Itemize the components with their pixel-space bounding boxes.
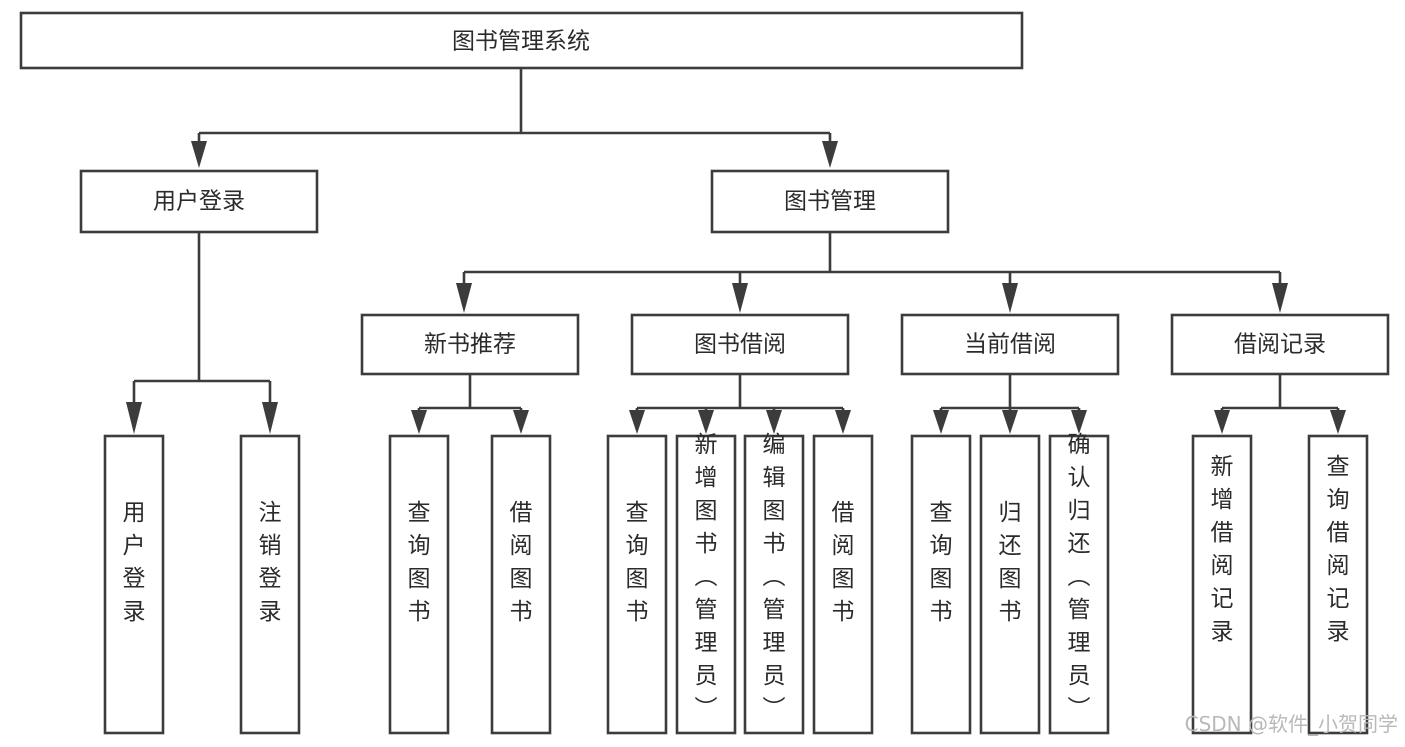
node-borrow-record-label: 借阅记录 (1234, 332, 1326, 358)
leaf-new-book-borrow[interactable]: 借阅图书 (490, 434, 552, 735)
node-book-management-label: 图书管理 (784, 189, 876, 215)
leaf-current-borrow-query[interactable]: 查询图书 (910, 434, 972, 735)
leaf-book-borrow-add[interactable]: 新增图书︵管理员︶ (675, 432, 737, 735)
leaf-user-login-logout[interactable]: 注销登录 (239, 434, 301, 735)
node-current-borrow-rect (900, 313, 1120, 376)
arrow-icon-currentborrow-leaf-3 (1071, 410, 1087, 434)
leaf-new-book-query-rect (388, 434, 450, 735)
arrow-icon-userlogin-leaf-2 (262, 402, 278, 434)
arrow-icon-bookborrow-leaf-1 (629, 410, 645, 434)
leaf-book-borrow-borrow-label: 借阅图书 (832, 500, 855, 625)
leaf-current-borrow-query-label: 查询图书 (930, 500, 953, 625)
leaf-book-borrow-add-rect (675, 434, 737, 735)
node-book-management[interactable]: 图书管理 (710, 169, 950, 234)
node-user-login-rect (79, 169, 319, 234)
arrow-icon-to-borrowrecord (1272, 283, 1288, 313)
leaf-book-borrow-query-rect (606, 434, 668, 735)
leaf-book-borrow-edit-label: 编辑图书︵管理员︶ (763, 432, 786, 722)
leaf-new-book-query[interactable]: 查询图书 (388, 434, 450, 735)
arrow-icon-bookborrow-leaf-4 (835, 410, 851, 434)
leaf-book-borrow-edit-rect (743, 434, 805, 735)
leaf-new-book-query-label: 查询图书 (408, 500, 431, 625)
arrow-icon-newbook-leaf-2 (513, 410, 529, 434)
connector-layer (126, 68, 1346, 434)
node-current-borrow-label: 当前借阅 (964, 332, 1056, 358)
leaf-book-borrow-query[interactable]: 查询图书 (606, 434, 668, 735)
leaf-current-borrow-return-rect (979, 434, 1041, 735)
node-borrow-record-rect (1170, 313, 1390, 376)
leaf-current-borrow-return-label: 归还图书 (999, 500, 1022, 625)
node-root-rect (19, 11, 1024, 70)
leaf-borrow-record-query-rect (1307, 434, 1369, 735)
node-user-login-label: 用户登录 (153, 189, 245, 215)
leaf-current-borrow-confirm[interactable]: 确认归还︵管理员︶ (1048, 432, 1110, 735)
arrow-icon-to-bookmgmt (822, 141, 838, 168)
arrow-icon-to-bookborrow (732, 283, 748, 313)
node-book-borrow-label: 图书借阅 (694, 332, 786, 358)
node-new-book-recommend[interactable]: 新书推荐 (360, 313, 580, 376)
leaf-user-login-login[interactable]: 用户登录 (103, 434, 165, 735)
leaf-new-book-borrow-rect (490, 434, 552, 735)
node-current-borrow[interactable]: 当前借阅 (900, 313, 1120, 376)
leaf-borrow-record-query[interactable]: 查询借阅记录 (1307, 434, 1369, 735)
node-book-management-rect (710, 169, 950, 234)
csdn-watermark: CSDN @软件_小贺同学 (1185, 712, 1398, 736)
arrow-icon-bookborrow-leaf-2 (698, 410, 714, 434)
node-book-borrow-rect (630, 313, 850, 376)
leaf-book-borrow-add-label: 新增图书︵管理员︶ (695, 432, 718, 722)
leaf-current-borrow-confirm-rect (1048, 434, 1110, 735)
arrow-icon-borrowrecord-leaf-2 (1330, 410, 1346, 434)
leaf-borrow-record-add-label: 新增借阅记录 (1211, 454, 1234, 645)
arrow-icon-to-userlogin (191, 141, 207, 168)
leaf-current-borrow-query-rect (910, 434, 972, 735)
node-root-system[interactable]: 图书管理系统 (19, 11, 1024, 70)
arrow-icon-to-newbook (456, 283, 472, 313)
arrow-icon-bookborrow-leaf-3 (766, 410, 782, 434)
arrow-icon-borrowrecord-leaf-1 (1214, 410, 1230, 434)
leaf-new-book-borrow-label: 借阅图书 (510, 500, 533, 625)
leaf-borrow-record-add-rect (1191, 434, 1253, 735)
arrow-icon-currentborrow-leaf-2 (1002, 410, 1018, 434)
leaf-user-login-login-rect (103, 434, 165, 735)
arrow-icon-to-currentborrow (1002, 283, 1018, 313)
node-root-label: 图书管理系统 (452, 29, 590, 55)
node-book-borrow[interactable]: 图书借阅 (630, 313, 850, 376)
node-user-login[interactable]: 用户登录 (79, 169, 319, 234)
arrow-icon-userlogin-leaf-1 (126, 402, 142, 434)
leaf-book-borrow-query-label: 查询图书 (626, 500, 649, 625)
leaf-borrow-record-query-label: 查询借阅记录 (1327, 454, 1350, 645)
leaf-book-borrow-edit[interactable]: 编辑图书︵管理员︶ (743, 432, 805, 735)
leaf-book-borrow-borrow-rect (812, 434, 874, 735)
leaf-current-borrow-confirm-label: 确认归还︵管理员︶ (1068, 432, 1091, 722)
leaf-user-login-logout-label: 注销登录 (259, 500, 282, 625)
leaf-user-login-login-label: 用户登录 (123, 500, 146, 625)
arrow-icon-currentborrow-leaf-1 (933, 410, 949, 434)
leaf-user-login-logout-rect (239, 434, 301, 735)
node-borrow-record[interactable]: 借阅记录 (1170, 313, 1390, 376)
node-new-book-recommend-rect (360, 313, 580, 376)
leaf-borrow-record-add[interactable]: 新增借阅记录 (1191, 434, 1253, 735)
leaf-book-borrow-borrow[interactable]: 借阅图书 (812, 434, 874, 735)
leaf-current-borrow-return[interactable]: 归还图书 (979, 434, 1041, 735)
node-new-book-recommend-label: 新书推荐 (424, 332, 516, 358)
arrow-icon-newbook-leaf-1 (411, 410, 427, 434)
